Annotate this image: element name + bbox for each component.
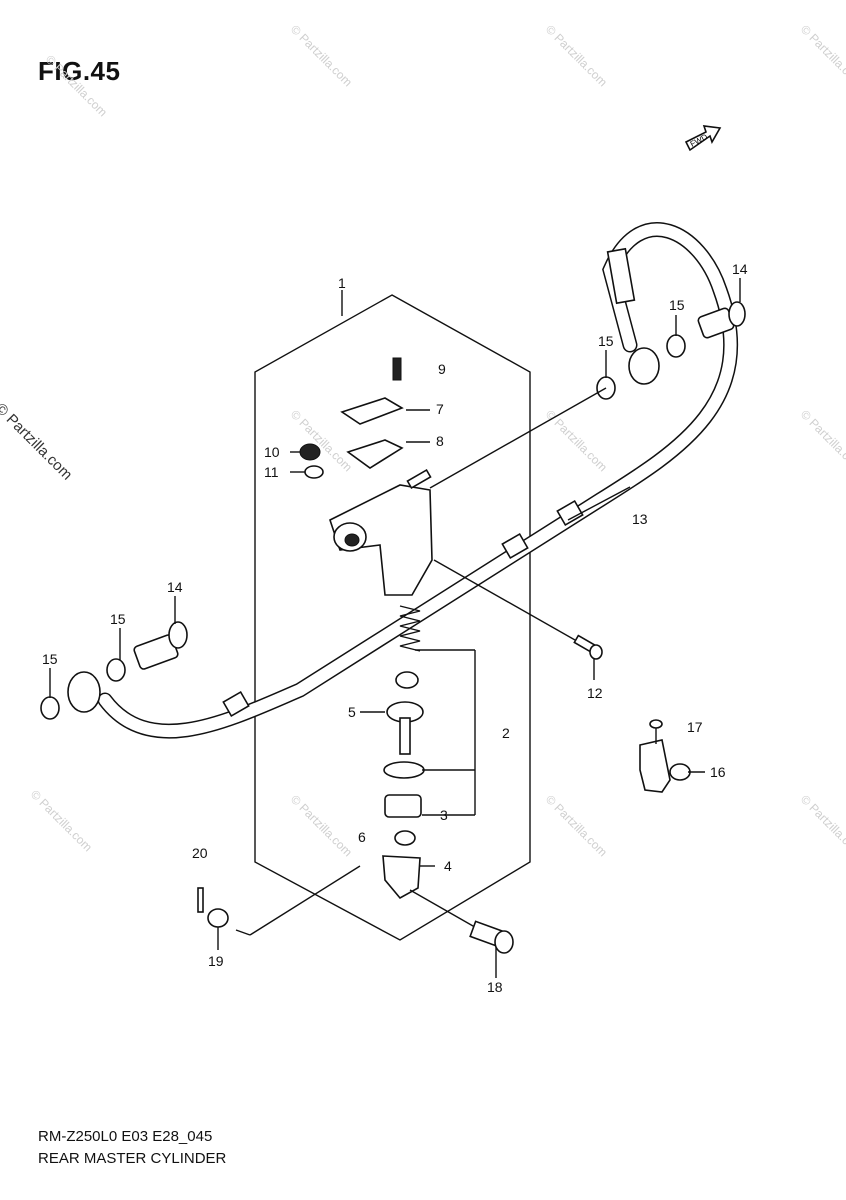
callout-3: 3 (440, 807, 448, 823)
callout-15: 15 (110, 611, 126, 627)
svg-text:© Partzilla.com: © Partzilla.com (28, 787, 95, 854)
callout-14-left: 14 (167, 579, 183, 595)
callout-14-right: 14 (732, 261, 748, 277)
callout-15: 15 (669, 297, 685, 313)
svg-text:© Partzilla.com: © Partzilla.com (798, 407, 846, 474)
svg-text:© Partzilla.com: © Partzilla.com (43, 52, 110, 119)
callout-6: 6 (358, 829, 366, 845)
callout-numbers: 1 2 3 4 5 6 7 8 9 10 11 12 13 14 14 15 1… (42, 261, 748, 995)
svg-text:© Partzilla.com: © Partzilla.com (288, 792, 355, 859)
washer-19 (207, 908, 229, 928)
callout-5: 5 (348, 704, 356, 720)
leader-lines (49, 278, 741, 978)
callout-7: 7 (436, 401, 444, 417)
callout-9: 9 (438, 361, 446, 377)
banjo-bolt-left (133, 621, 188, 670)
callout-17: 17 (687, 719, 703, 735)
banjo-bolt-right (697, 301, 746, 339)
callout-2: 2 (502, 725, 510, 741)
svg-text:© Partzilla.com: © Partzilla.com (543, 792, 610, 859)
reservoir-parts (299, 357, 404, 479)
fwd-arrow-icon: FWD (684, 125, 722, 152)
washer (666, 334, 686, 358)
bolt-18 (469, 920, 514, 954)
svg-text:© Partzilla.com: © Partzilla.com (288, 407, 355, 474)
callout-4: 4 (444, 858, 452, 874)
figure-title: FIG.45 (38, 56, 121, 86)
callout-12: 12 (587, 685, 603, 701)
svg-text:© Partzilla.com: © Partzilla.com (543, 407, 610, 474)
callout-1: 1 (338, 275, 346, 291)
diagram-name: REAR MASTER CYLINDER (38, 1150, 227, 1167)
svg-text:© Partzilla.com: © Partzilla.com (543, 22, 610, 89)
diagram-code: RM-Z250L0 E03 E28_045 (38, 1128, 213, 1145)
callout-16: 16 (710, 764, 726, 780)
hose-clamp (639, 719, 705, 793)
bolt-12 (573, 634, 603, 660)
callout-11: 11 (264, 464, 279, 480)
piston-assembly (382, 605, 425, 900)
washer (106, 658, 126, 682)
callout-19: 19 (208, 953, 224, 969)
svg-text:© Partzilla.com: © Partzilla.com (798, 22, 846, 89)
washer (40, 696, 60, 720)
svg-text:© Partzilla.com: © Partzilla.com (798, 792, 846, 859)
callout-20: 20 (192, 845, 208, 861)
svg-text:© Partzilla.com: © Partzilla.com (288, 22, 355, 89)
brake-hose (67, 222, 739, 739)
assembly-outline (254, 294, 531, 941)
callout-15: 15 (42, 651, 58, 667)
callout-8: 8 (436, 433, 444, 449)
callout-15: 15 (598, 333, 614, 349)
master-cylinder-body (329, 468, 433, 596)
callout-13: 13 (632, 511, 648, 527)
callout-10: 10 (264, 444, 280, 460)
cotter-pin (197, 887, 204, 913)
callout-18: 18 (487, 979, 503, 995)
